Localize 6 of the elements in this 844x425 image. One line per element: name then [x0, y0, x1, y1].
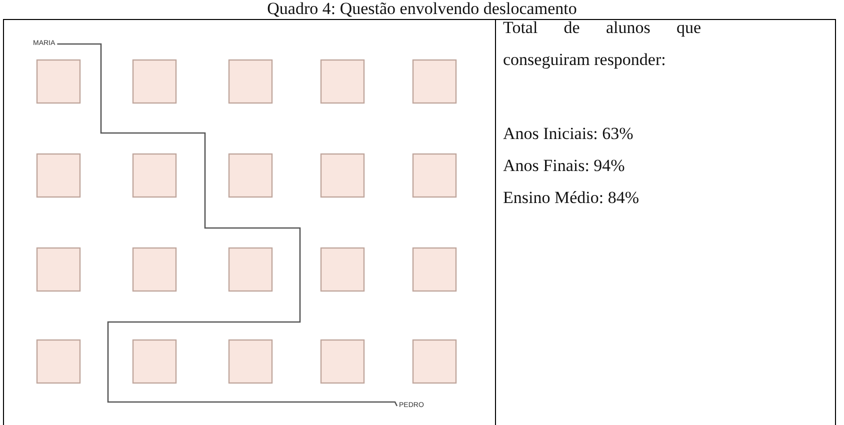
result-text: Anos Iniciais: 63%	[503, 124, 634, 144]
result-text: Ensino Médio: 84%	[503, 188, 639, 208]
route-line	[57, 43, 398, 407]
table-caption: Quadro 4: Questão envolvendo deslocamento	[266, 0, 578, 18]
result-text: Anos Finais: 94%	[503, 156, 625, 176]
question-text: Total de alunos que conseguiram responder:	[503, 17, 701, 71]
